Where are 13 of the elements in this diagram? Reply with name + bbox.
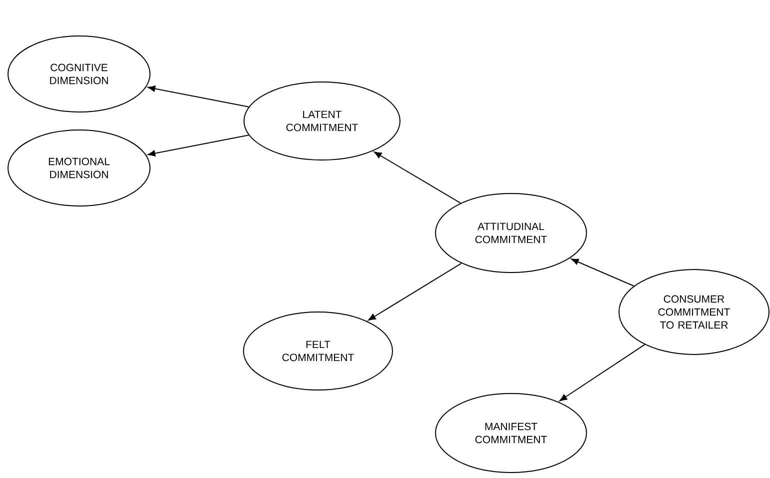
ellipse-node: ATTITUDINAL COMMITMENT	[435, 193, 587, 273]
ellipse-node: EMOTIONAL DIMENSION	[8, 130, 150, 206]
ellipse-node: CONSUMER COMMITMENT TO RETAILER	[618, 269, 770, 355]
arrow	[148, 134, 250, 156]
arrow	[560, 344, 646, 402]
arrow	[368, 262, 462, 321]
ellipse-node: LATENT COMMITMENT	[244, 82, 400, 160]
arrow	[374, 152, 462, 204]
arrow	[148, 86, 250, 108]
arrow	[571, 258, 634, 287]
ellipse-node: FELT COMMITMENT	[243, 312, 393, 390]
ellipse-node: MANIFEST COMMITMENT	[435, 393, 587, 473]
ellipse-node: COGNITIVE DIMENSION	[8, 36, 150, 112]
